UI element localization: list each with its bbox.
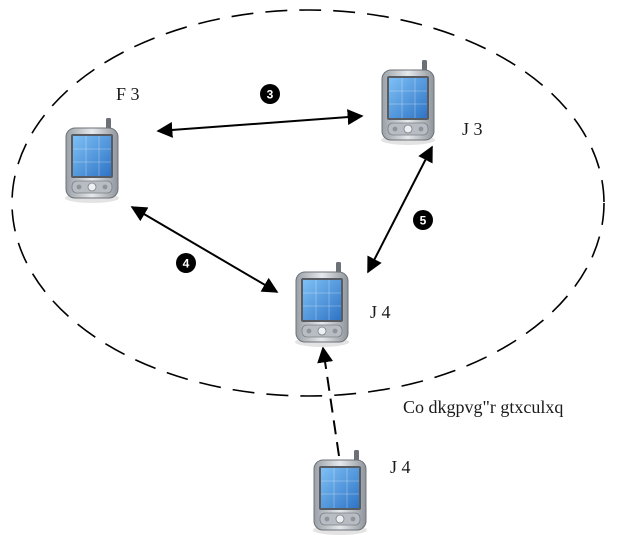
svg-text:5: 5 <box>420 214 427 228</box>
phone-icon-j4-outside <box>312 449 368 535</box>
phone-icon-j4 <box>294 261 350 348</box>
edge-j3-j4 <box>367 145 433 274</box>
phone-icon-j3 <box>380 59 436 146</box>
svg-text:3: 3 <box>267 88 274 102</box>
node-label-j4: J 4 <box>370 302 391 322</box>
region-caption: Co dkgpvg"r gtxculxq <box>403 397 563 417</box>
edge-f3-j4 <box>130 206 279 293</box>
badge-4: 4 <box>176 253 196 273</box>
node-label-j4-outside: J 4 <box>390 457 411 477</box>
edge-incoming-j4 <box>317 346 340 457</box>
network-boundary <box>11 9 605 397</box>
svg-text:4: 4 <box>183 257 190 271</box>
node-label-j3: J 3 <box>462 119 483 139</box>
badge-5: 5 <box>413 210 433 230</box>
edge-f3-j3 <box>156 109 364 138</box>
phone-icon-f3 <box>64 117 120 204</box>
badge-3: 3 <box>260 84 280 104</box>
node-label-f3: F 3 <box>116 84 140 104</box>
